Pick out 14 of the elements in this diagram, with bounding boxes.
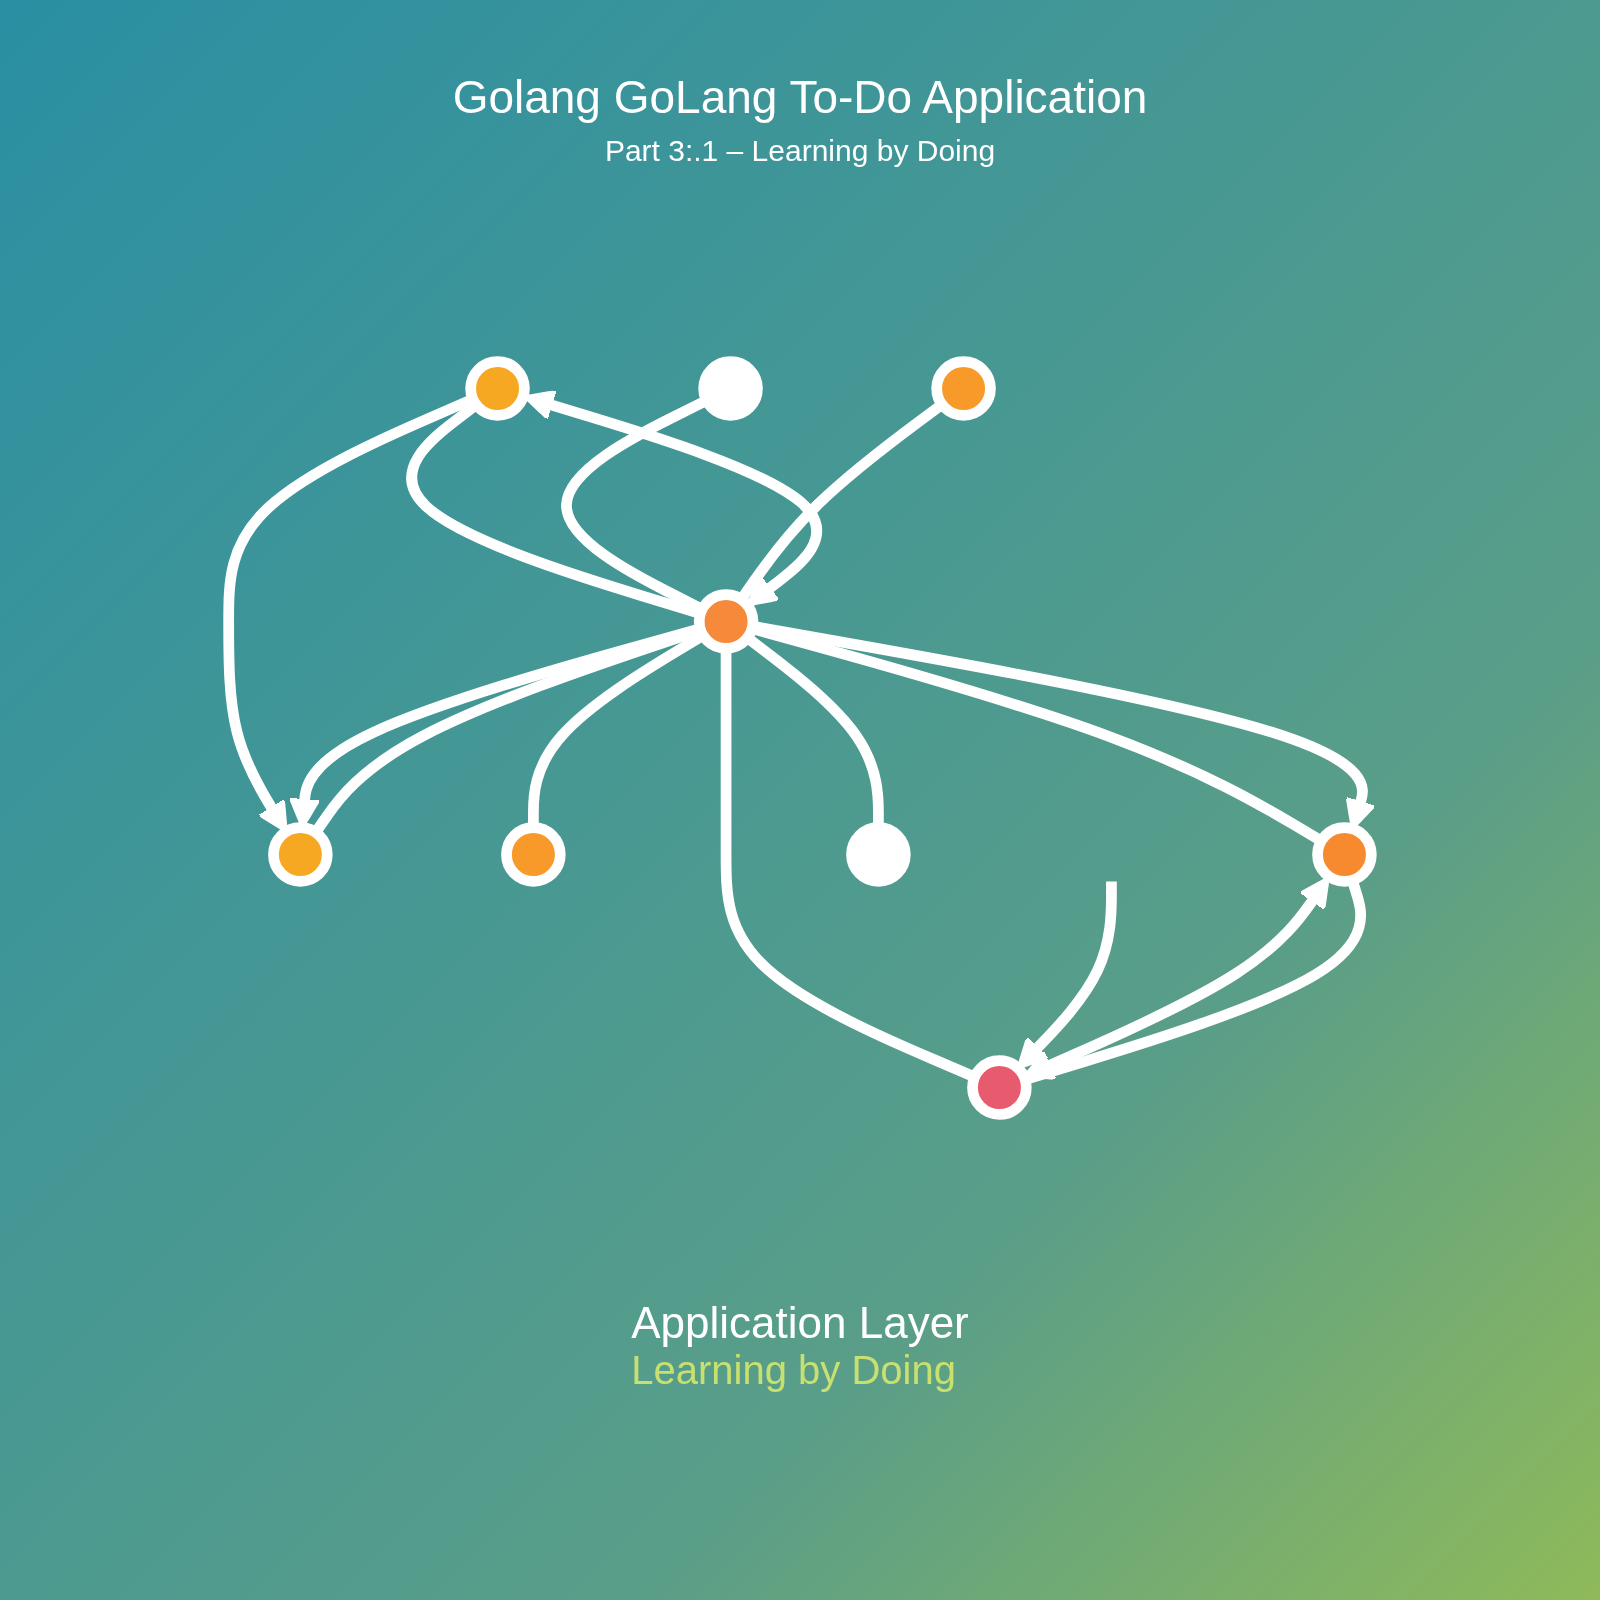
node-circle [268, 822, 333, 887]
node-circle [698, 356, 763, 421]
node-circle [931, 356, 996, 421]
arrow [1016, 881, 1117, 1070]
node-circle [967, 1055, 1032, 1120]
title: Golang GoLang To-Do Application [452, 70, 1148, 124]
subtitle: Part 3:.1 – Learning by Doing [604, 134, 996, 168]
node-circle [693, 589, 759, 654]
footer-heading: Application Layer [631, 1298, 969, 1348]
node-circle [846, 822, 911, 887]
node-circle [501, 822, 566, 887]
node-circle [465, 356, 530, 421]
node-circle [1312, 822, 1377, 887]
footer-tagline: Learning by Doing [631, 1348, 957, 1393]
